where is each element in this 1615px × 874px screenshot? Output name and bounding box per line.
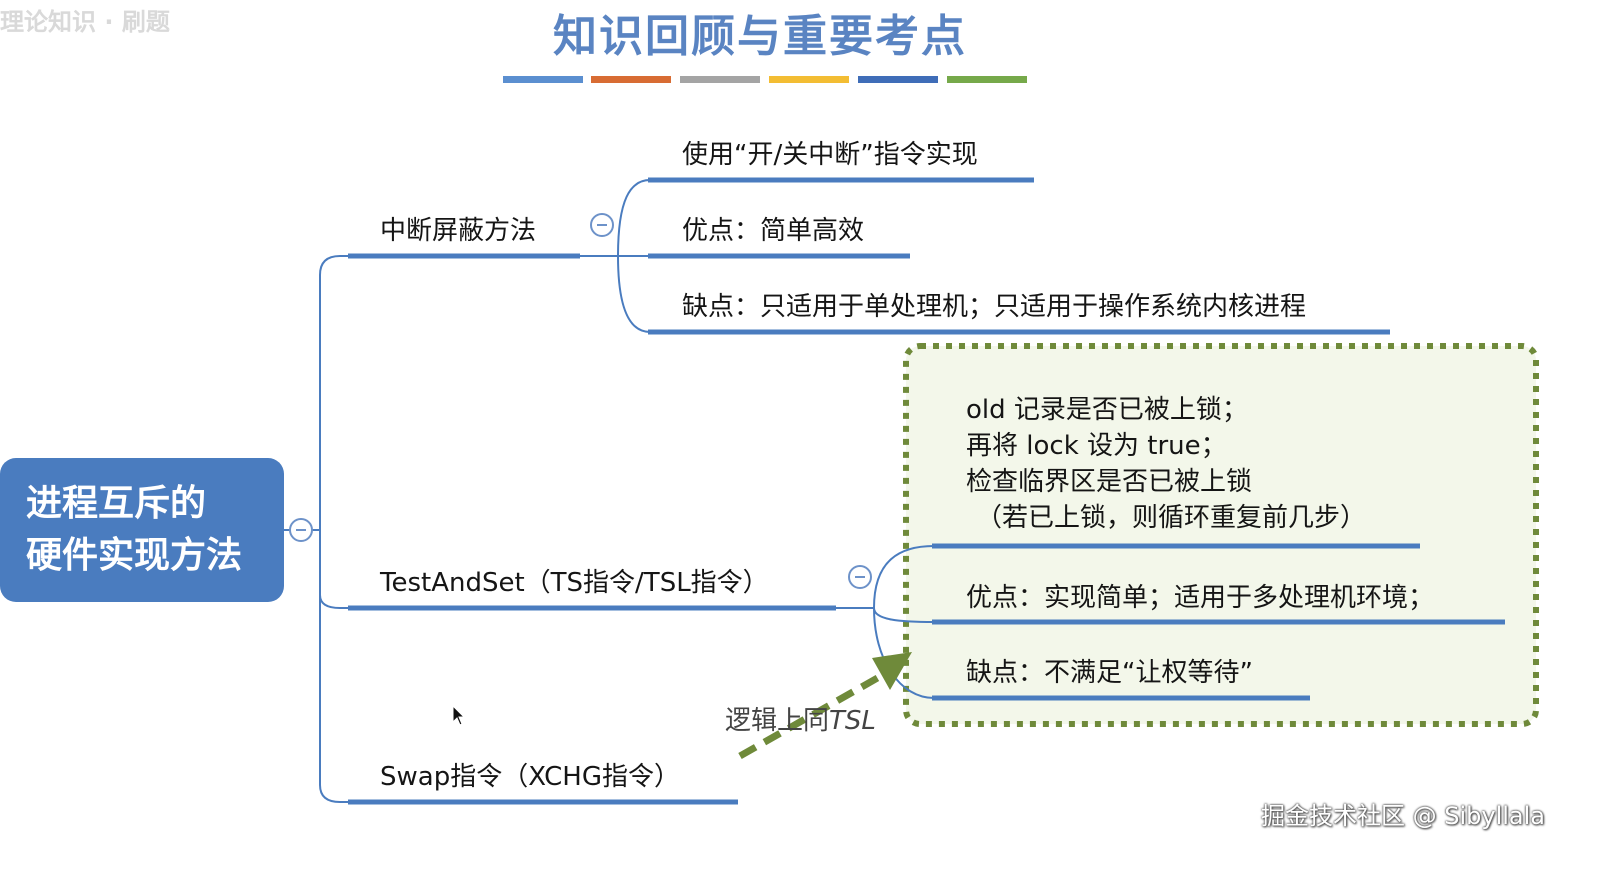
tsl-detail-box [903, 343, 1539, 727]
title-stripe-3 [680, 76, 760, 83]
collapse-icon[interactable] [289, 518, 313, 542]
branch-swap-label[interactable]: Swap指令（XCHG指令） [380, 762, 680, 792]
page-title: 知识回顾与重要考点 [553, 11, 967, 62]
mouse-cursor-icon [452, 705, 466, 726]
trunk-to-tsl [319, 530, 348, 609]
interrupt-leaf-3[interactable]: 缺点：只适用于单处理机；只适用于操作系统内核进程 [682, 292, 1307, 322]
interrupt-leaf-2[interactable]: 优点：简单高效 [682, 216, 865, 246]
interrupt-leaf-1[interactable]: 使用“开/关中断”指令实现 [682, 140, 978, 170]
trunk-to-swap [319, 530, 348, 803]
tsl-code-line-1: old 记录是否已被上锁； [966, 395, 1248, 425]
tsl-code-description[interactable]: old 记录是否已被上锁； 再将 lock 设为 true； 检查临界区是否已被… [966, 392, 1366, 536]
annotation-tag: TSL [829, 706, 876, 736]
tsl-fanout [836, 545, 935, 699]
title-stripe-4 [769, 76, 849, 83]
logic-same-annotation: 逻辑上同TSL [725, 700, 876, 737]
annotation-prefix: 逻辑上同 [725, 706, 830, 736]
tsl-con[interactable]: 缺点：不满足“让权等待” [966, 658, 1253, 688]
root-line-2: 硬件实现方法 [26, 535, 243, 576]
trunk-to-interrupt [319, 255, 348, 530]
collapse-icon[interactable] [848, 565, 872, 589]
tsl-code-line-4: （若已上锁，则循环重复前几步） [976, 503, 1367, 533]
title-stripe-1 [503, 76, 583, 83]
collapse-icon[interactable] [590, 213, 614, 237]
branch-tsl-label[interactable]: TestAndSet（TS指令/TSL指令） [380, 568, 769, 598]
tsl-pro[interactable]: 优点：实现简单；适用于多处理机环境； [966, 583, 1435, 613]
dashed-arrow-icon [738, 668, 890, 760]
corner-watermark: 理论知识 · 刷题 [0, 8, 170, 36]
title-stripe-5 [858, 76, 938, 83]
title-stripe-2 [591, 76, 671, 83]
tsl-code-line-2: 再将 lock 设为 true； [966, 431, 1227, 461]
tsl-code-line-3: 检查临界区是否已被上锁 [966, 467, 1253, 497]
root-node[interactable]: 进程互斥的 硬件实现方法 [0, 458, 284, 602]
site-watermark: 掘金技术社区 @ Sibyllala [1260, 802, 1545, 830]
branch-interrupt-label[interactable]: 中断屏蔽方法 [380, 216, 537, 246]
root-line-1: 进程互斥的 [26, 483, 207, 524]
arrow-head [872, 652, 912, 690]
title-stripe-6 [947, 76, 1027, 83]
interrupt-fanout [580, 179, 651, 333]
